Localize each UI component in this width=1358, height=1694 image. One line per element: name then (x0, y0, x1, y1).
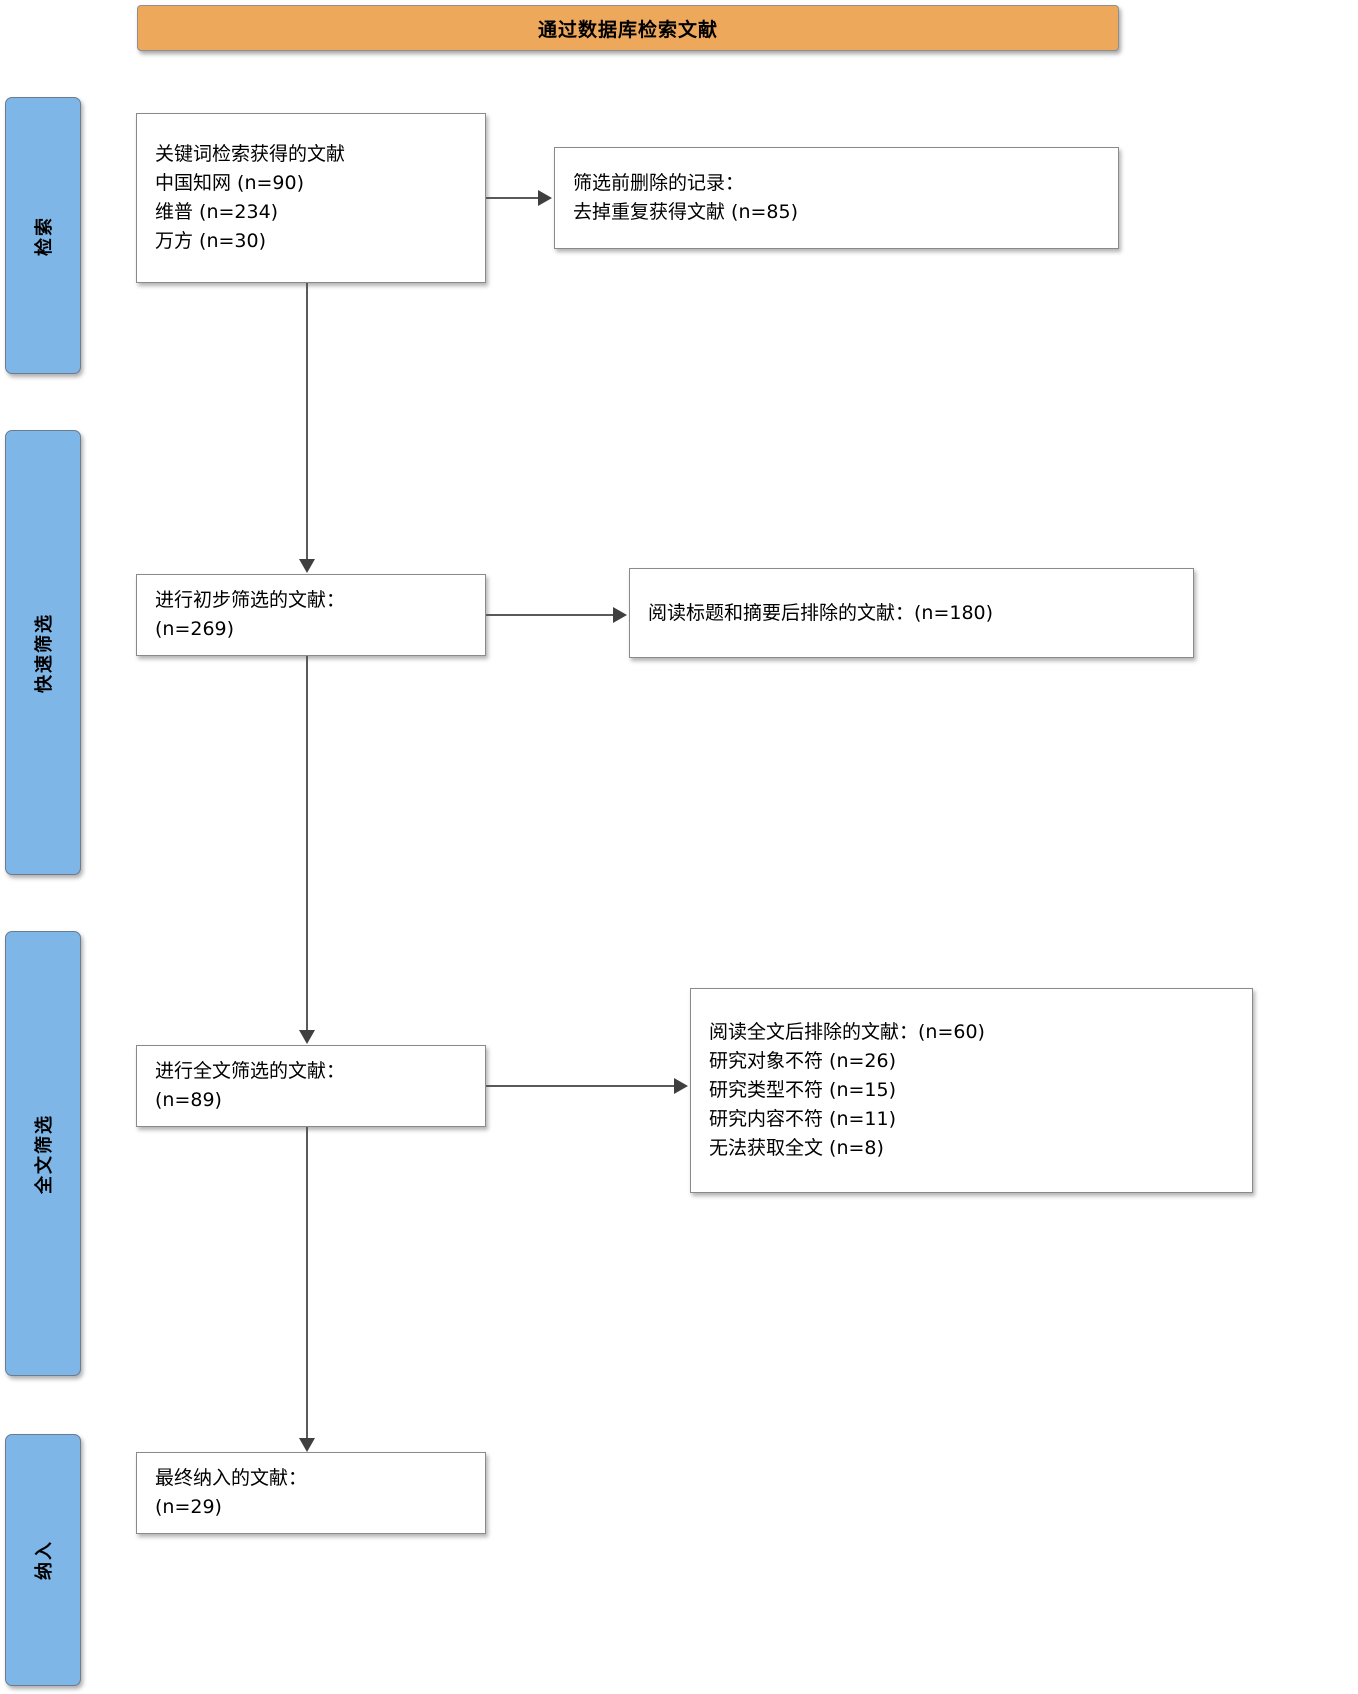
stage-label-text: 全文筛选 (34, 1113, 55, 1194)
box-line: 研究类型不符 (n=15) (709, 1079, 897, 1102)
connector-arrowhead (299, 1030, 315, 1044)
connector-line (306, 656, 308, 1030)
connector-arrowhead (538, 190, 552, 206)
header-banner: 通过数据库检索文献 (137, 5, 1119, 51)
connector-line (306, 1127, 308, 1438)
stage-label-included: 纳入 (5, 1434, 81, 1686)
box-line: 进行初步筛选的文献： (155, 589, 346, 612)
connector-line (486, 614, 613, 616)
stage-label-eligibility: 全文筛选 (5, 931, 81, 1376)
box-line: 关键词检索获得的文献 (155, 143, 346, 166)
box-line: 去掉重复获得文献 (n=85) (573, 201, 799, 223)
fulltext-excluded-box: 阅读全文后排除的文献：(n=60) 研究对象不符 (n=26) 研究类型不符 (… (690, 988, 1253, 1193)
box-line: 万方 (n=30) (155, 229, 267, 252)
title-abstract-excluded-box: 阅读标题和摘要后排除的文献：(n=180) (629, 568, 1194, 658)
banner-title: 通过数据库检索文献 (537, 18, 718, 41)
box-line: (n=89) (155, 1089, 222, 1111)
screening-box: 进行初步筛选的文献： (n=269) (136, 574, 486, 656)
connector-arrowhead (613, 607, 627, 623)
stage-label-text: 纳入 (34, 1540, 55, 1580)
identification-box: 关键词检索获得的文献 中国知网 (n=90) 维普 (n=234) 万方 (n=… (136, 113, 486, 283)
stage-label-text: 快速筛选 (34, 612, 55, 693)
fulltext-screening-box: 进行全文筛选的文献： (n=89) (136, 1045, 486, 1127)
box-line: 中国知网 (n=90) (155, 172, 305, 195)
box-line: 筛选前删除的记录： (573, 172, 745, 195)
box-line: 研究内容不符 (n=11) (709, 1107, 897, 1130)
duplicates-removed-box: 筛选前删除的记录： 去掉重复获得文献 (n=85) (554, 147, 1119, 249)
box-line: (n=29) (155, 1496, 222, 1518)
box-line: 维普 (n=234) (155, 201, 279, 223)
connector-arrowhead (674, 1078, 688, 1094)
connector-line (306, 283, 308, 559)
connector-arrowhead (299, 1438, 315, 1452)
stage-label-text: 检索 (34, 215, 55, 256)
box-line: 进行全文筛选的文献： (155, 1060, 346, 1083)
connector-line (486, 1085, 674, 1087)
stage-label-identification: 检索 (5, 97, 81, 374)
box-line: 最终纳入的文献： (155, 1467, 308, 1490)
box-line: 无法获取全文 (n=8) (709, 1136, 884, 1159)
connector-line (486, 197, 538, 199)
included-box: 最终纳入的文献： (n=29) (136, 1452, 486, 1534)
box-line: 研究对象不符 (n=26) (709, 1050, 897, 1073)
box-line: 阅读全文后排除的文献：(n=60) (709, 1021, 985, 1044)
connector-arrowhead (299, 559, 315, 573)
stage-label-screening: 快速筛选 (5, 430, 81, 875)
box-line: 阅读标题和摘要后排除的文献：(n=180) (648, 601, 994, 624)
box-line: (n=269) (155, 618, 235, 640)
